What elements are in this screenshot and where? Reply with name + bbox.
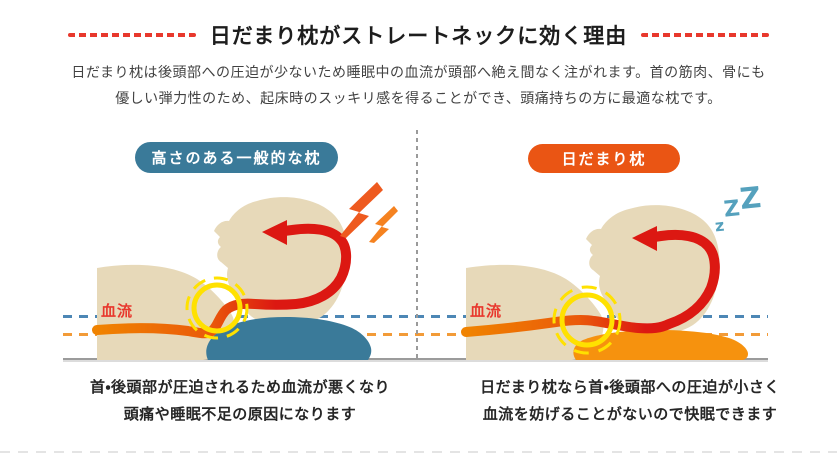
- zzz-sleep-icon: z Z Z: [713, 179, 763, 236]
- caption-line-2: 血流を妨げることがないので快眠できます: [482, 405, 778, 423]
- blood-flow-arrowhead-icon: [262, 220, 287, 245]
- blood-flow-label-left: 血流: [101, 302, 134, 320]
- caption-line-2: 頭痛や睡眠不足の原因になります: [123, 405, 357, 423]
- blood-flow-arrow: [461, 229, 720, 337]
- title-dash-right-icon: [641, 33, 770, 37]
- blood-flow-arrowhead-icon: [632, 226, 657, 251]
- blood-flow-label-right: 血流: [470, 302, 503, 320]
- footer-divider: [0, 451, 837, 453]
- intro-line-1: 日だまり枕は後頭部への圧迫が少ないため睡眠中の血流が頭部へ絶え間なく注がれます。…: [71, 65, 766, 81]
- intro-line-2: 優しい弾力性のため、起床時のスッキリ感を得ることができ、頭痛持ちの方に最適な枕で…: [115, 91, 722, 107]
- badge-hidamari-pillow: 日だまり枕: [528, 144, 680, 173]
- generic-pillow-shape: [206, 317, 372, 360]
- blood-level-guide-line-orange: [63, 333, 768, 336]
- pain-lightning-icon: [340, 182, 398, 243]
- blood-level-guide-line-blue: [63, 315, 768, 318]
- page-title: 日だまり枕がストレートネックに効く理由: [209, 24, 628, 48]
- caption-generic-pillow: 首・後頭部が圧迫されるため血流が悪くなり 頭痛や睡眠不足の原因になります: [60, 374, 420, 428]
- intro-paragraph: 日だまり枕は後頭部への圧迫が少ないため睡眠中の血流が頭部へ絶え間なく注がれます。…: [0, 60, 837, 112]
- title-row: 日だまり枕がストレートネックに効く理由: [0, 20, 837, 50]
- panel-divider: [416, 130, 418, 361]
- caption-line-1: 日だまり枕なら首・後頭部への圧迫が小さく: [480, 378, 780, 396]
- generic-pillow-illustration: [92, 182, 398, 360]
- pressure-highlight-circle-icon: [185, 276, 249, 340]
- hidamari-pillow-illustration: [461, 205, 748, 360]
- badge-generic-pillow: 高さのある一般的な枕: [135, 142, 338, 173]
- caption-line-1: 首・後頭部が圧迫されるため血流が悪くなり: [89, 378, 391, 396]
- hidamari-pillow-shape: [573, 330, 748, 360]
- caption-hidamari-pillow: 日だまり枕なら首・後頭部への圧迫が小さく 血流を妨げることがないので快眠できます: [440, 374, 820, 428]
- ground-baseline: [63, 358, 768, 360]
- blood-flow-arrow: [92, 223, 352, 339]
- pressure-highlight-circle-icon: [552, 285, 622, 355]
- title-dash-left-icon: [67, 33, 196, 37]
- sleeper-head: [586, 205, 720, 335]
